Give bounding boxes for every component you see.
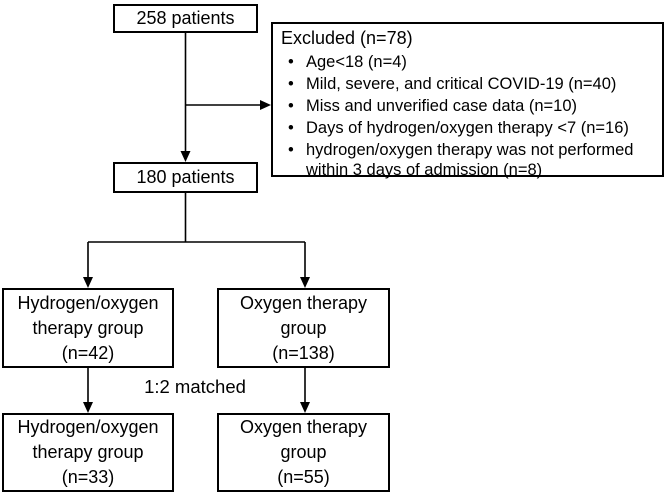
excluded-item: hydrogen/oxygen therapy was not performe… (281, 140, 654, 180)
group-label-line: Oxygen therapy (239, 417, 368, 437)
group-label-line: Hydrogen/oxygen (17, 417, 159, 437)
group-label-line: therapy group (32, 442, 144, 462)
arrowhead-to-excluded (260, 100, 271, 110)
arrowhead-to-hydrogen-initial (83, 277, 93, 288)
box-included-patients: 180 patients (113, 162, 258, 193)
excluded-item: Mild, severe, and critical COVID-19 (n=4… (281, 74, 654, 94)
group-count: (n=42) (61, 342, 115, 363)
group-count: (n=138) (272, 342, 335, 363)
group-label-line: therapy group (32, 317, 144, 338)
box-oxygen-group-initial: Oxygen therapy group (n=138) (217, 288, 390, 368)
excluded-item: Miss and unverified case data (n=10) (281, 96, 654, 116)
box-total-patients: 258 patients (113, 4, 258, 33)
arrowhead-to-oxygen-matched (300, 402, 310, 413)
included-patients-label: 180 patients (136, 167, 235, 187)
excluded-item: Age<18 (n=4) (281, 52, 654, 72)
group-label-line: group (280, 317, 327, 338)
group-count: (n=55) (277, 467, 330, 487)
arrowhead-to-included (180, 151, 191, 162)
group-count: (n=33) (61, 467, 115, 487)
box-excluded: Excluded (n=78) Age<18 (n=4) Mild, sever… (271, 22, 664, 180)
box-hydrogen-oxygen-group-matched: Hydrogen/oxygen therapy group (n=33) (2, 413, 174, 492)
group-label-line: Oxygen therapy (239, 292, 368, 313)
excluded-list: Age<18 (n=4) Mild, severe, and critical … (281, 52, 654, 180)
arrowhead-to-oxygen-initial (300, 277, 310, 288)
arrowhead-to-hydrogen-matched (83, 402, 93, 413)
match-ratio-label: 1:2 matched (144, 376, 246, 397)
box-hydrogen-oxygen-group-initial: Hydrogen/oxygen therapy group (n=42) (2, 288, 174, 368)
group-label-line: Hydrogen/oxygen (17, 292, 159, 313)
box-oxygen-group-matched: Oxygen therapy group (n=55) (217, 413, 390, 492)
total-patients-label: 258 patients (136, 8, 235, 28)
excluded-title: Excluded (n=78) (281, 28, 413, 48)
excluded-item: Days of hydrogen/oxygen therapy <7 (n=16… (281, 118, 654, 138)
group-label-line: group (280, 442, 327, 462)
